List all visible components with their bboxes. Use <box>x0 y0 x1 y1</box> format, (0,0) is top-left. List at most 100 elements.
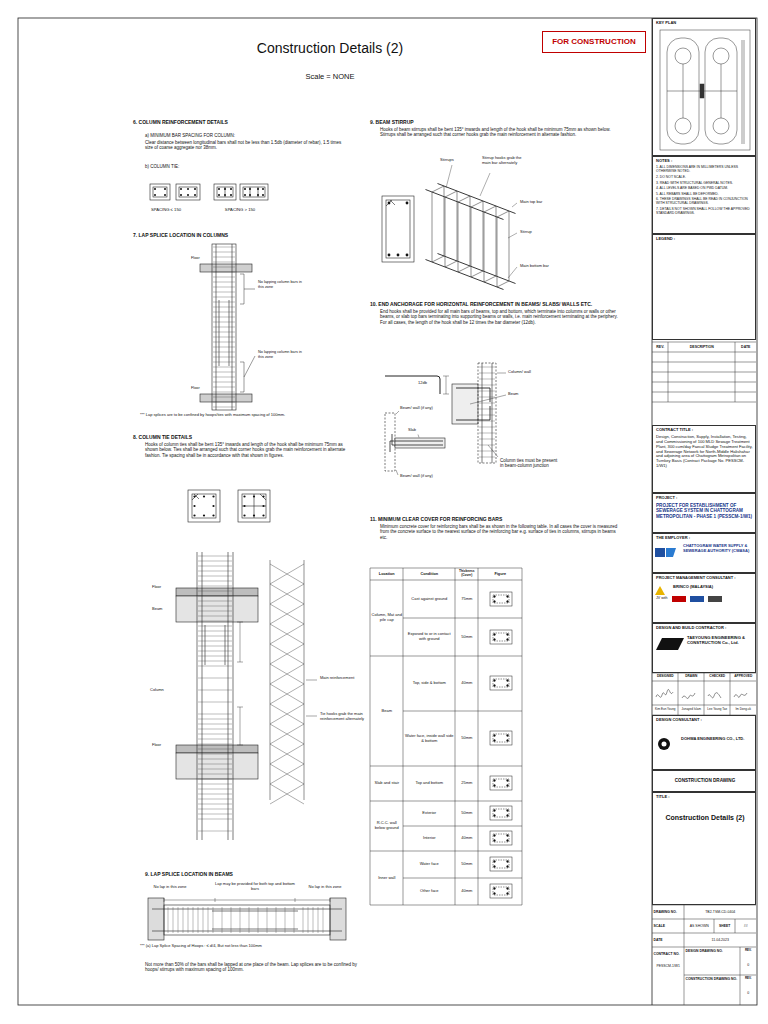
rebar-dot <box>193 495 264 516</box>
column-tie-section <box>188 490 270 522</box>
key-plan <box>700 84 704 98</box>
beam-stirrup <box>308 907 309 933</box>
column-tie <box>213 302 235 303</box>
column-tie <box>213 392 235 393</box>
beam-stirrup <box>294 907 295 933</box>
rebar-dot <box>187 188 189 190</box>
leader-line <box>446 165 517 278</box>
note-text: 9. BEAM STIRRUP <box>370 119 570 125</box>
tie-lattice <box>270 744 304 764</box>
table-cell: 50mm <box>455 711 478 766</box>
note-text: Main top bar <box>520 200 562 205</box>
note-text: Floor <box>152 585 174 590</box>
signature <box>656 689 673 697</box>
tie-lattice <box>270 764 304 784</box>
title-block-cell: NOTES :1. ALL DIMENSIONS ARE IN MILLIMET… <box>652 156 756 234</box>
tie-lattice <box>270 560 304 800</box>
tie-lattice <box>270 784 304 804</box>
column-tie <box>198 678 232 679</box>
beam-elevation <box>164 905 330 935</box>
column-tie <box>213 397 235 398</box>
column-tie <box>213 337 235 338</box>
table-cell: 0 <box>740 959 756 971</box>
note-text: 7. LAP SPLICE LOCATION IN COLUMNS <box>133 232 353 238</box>
consultant-logo <box>690 596 704 602</box>
info-grid <box>652 905 756 1005</box>
tie-lattice <box>270 604 304 624</box>
main-bar <box>438 184 516 214</box>
beam-stirrup <box>285 907 286 933</box>
stirrup <box>458 196 470 272</box>
column-tie <box>213 262 235 263</box>
rebar-dot <box>494 785 496 787</box>
table-cell: TB2-TSM-CD-0404 <box>684 905 756 919</box>
note-text: SPACING > 150 <box>210 207 270 212</box>
column-tie <box>198 656 232 657</box>
table-cell: 75mm <box>455 580 478 618</box>
table-cell: 40mm <box>455 878 478 905</box>
rebar-dot <box>262 495 264 497</box>
column-elevation <box>200 264 252 272</box>
sheet-frame <box>18 18 757 1005</box>
column-tie <box>213 352 235 353</box>
employer-logo <box>655 548 676 557</box>
rebar-dot <box>154 188 264 196</box>
note-text: Stirrup <box>520 230 562 235</box>
cell-text: Design, Construction, Supply, Installati… <box>656 435 754 469</box>
rebar-dot <box>203 514 205 516</box>
column-tie <box>213 307 235 308</box>
cell-heading: LEGEND : <box>656 237 716 242</box>
rebar-dot <box>507 861 509 863</box>
main-bar <box>426 260 504 290</box>
rebar-dot <box>507 815 509 817</box>
rebar-dot <box>494 861 496 863</box>
cell-text: 7. DETAILS NOT SHOWN SHALL FOLLOW THE AP… <box>656 207 754 215</box>
rebar-dot <box>262 505 264 507</box>
title-block-cell: KEY PLAN <box>652 18 756 156</box>
table-cell: DESIGNED <box>652 673 678 681</box>
rebar-dot <box>388 202 409 257</box>
column-tie <box>213 292 235 293</box>
beam-elevation <box>330 898 346 940</box>
column-tie <box>198 724 232 725</box>
cell-heading: THE EMPLOYER : <box>656 536 754 541</box>
column-elevation <box>237 622 243 745</box>
signature <box>656 689 747 698</box>
rebar-dot <box>180 188 182 190</box>
consultant-logo <box>655 586 665 595</box>
rebar-dot <box>194 194 196 196</box>
tie-lattice <box>270 764 304 784</box>
tie-lattice <box>306 680 317 716</box>
column-tie <box>479 379 495 380</box>
rebar-dot <box>244 188 246 190</box>
stirrup <box>445 191 457 267</box>
table-cell: REV. <box>740 975 756 983</box>
rebar-dot <box>212 514 214 516</box>
column-tie <box>213 332 235 333</box>
beam-stirrup <box>198 907 199 933</box>
rebar-dot <box>507 888 509 890</box>
column-tie <box>479 439 495 440</box>
table-cell: Figure <box>478 568 522 580</box>
column-tie <box>198 814 232 815</box>
rebar-dot <box>507 735 509 737</box>
table-cell: Other face <box>403 878 455 905</box>
column-tie <box>213 377 235 378</box>
signature-grid <box>652 673 756 715</box>
column-tie-section <box>192 494 216 518</box>
column-tie <box>198 789 232 790</box>
rebar-dot <box>507 740 509 742</box>
column-tie-section <box>250 187 258 197</box>
rebar-dot <box>154 188 156 190</box>
end-anchorage <box>395 438 445 448</box>
column-tie <box>198 774 232 775</box>
beam-stirrup <box>240 907 241 933</box>
column-tie <box>198 729 232 730</box>
column-tie-section <box>150 184 170 200</box>
column-tie <box>198 764 232 765</box>
tie-lattice <box>270 624 304 644</box>
tie-lattice <box>270 560 317 800</box>
concrete-section <box>490 630 512 644</box>
rebar-dot <box>212 505 214 507</box>
concrete-section <box>490 676 512 690</box>
